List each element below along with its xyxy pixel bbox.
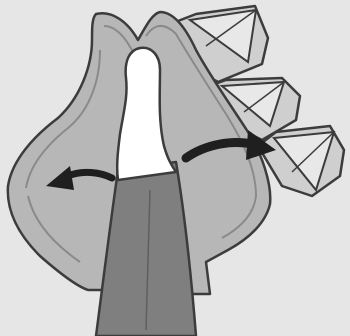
foot-wrap-diagram bbox=[0, 0, 350, 336]
illustration bbox=[0, 0, 350, 336]
